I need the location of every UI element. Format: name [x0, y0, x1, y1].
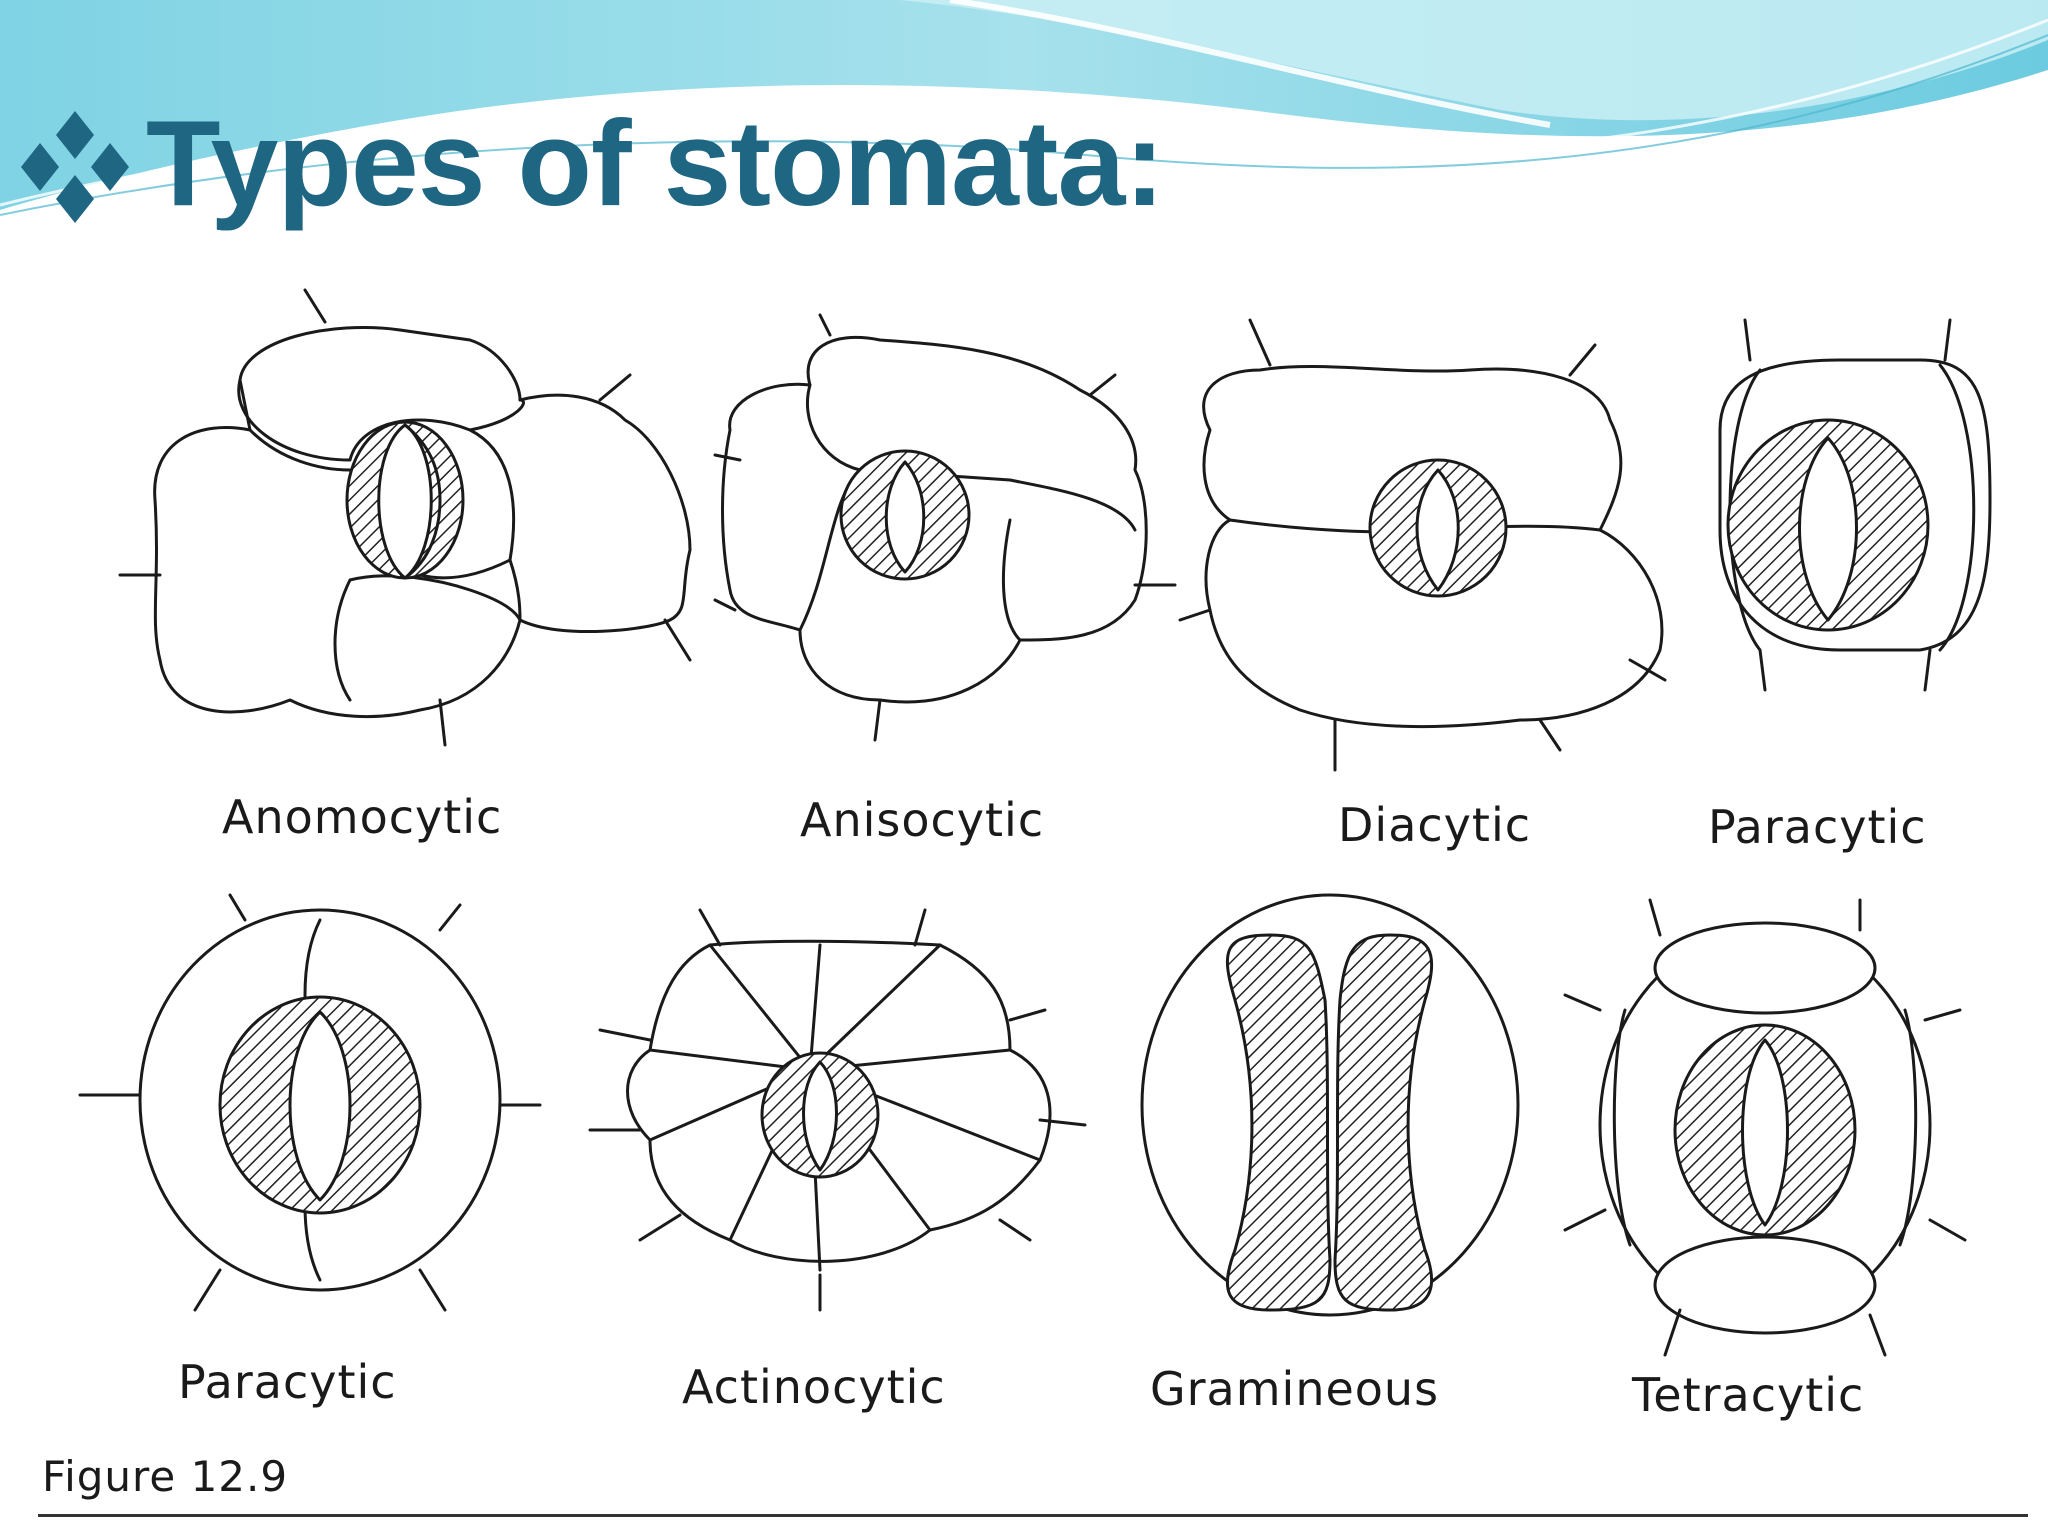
gramineous-diagram	[1140, 893, 1520, 1317]
figure-caption: Figure 12.9	[42, 1452, 289, 1501]
slide-title: Types of stomata:	[146, 95, 1165, 231]
label-paracytic-top: Paracytic	[1708, 800, 1927, 854]
title-row: Types of stomata:	[0, 88, 1165, 238]
caption-divider	[38, 1514, 2028, 1517]
paracytic-bottom-diagram	[78, 893, 542, 1312]
label-actinocytic: Actinocytic	[682, 1360, 946, 1414]
label-anomocytic: Anomocytic	[222, 790, 503, 844]
label-anisocytic: Anisocytic	[800, 793, 1045, 847]
anomocytic-diagram	[118, 288, 692, 747]
label-paracytic-bottom: Paracytic	[178, 1355, 397, 1409]
actinocytic-diagram	[588, 908, 1087, 1312]
anisocytic-diagram	[713, 313, 1177, 742]
header-wave-decoration	[0, 0, 2048, 216]
tetracytic-diagram	[1563, 898, 1967, 1357]
label-gramineous: Gramineous	[1150, 1362, 1440, 1416]
diacytic-diagram	[1178, 318, 1667, 772]
four-diamond-bullet-icon	[21, 111, 129, 223]
label-tetracytic: Tetracytic	[1632, 1368, 1865, 1422]
label-diacytic: Diacytic	[1338, 798, 1532, 852]
paracytic-top-diagram	[1718, 318, 1992, 692]
